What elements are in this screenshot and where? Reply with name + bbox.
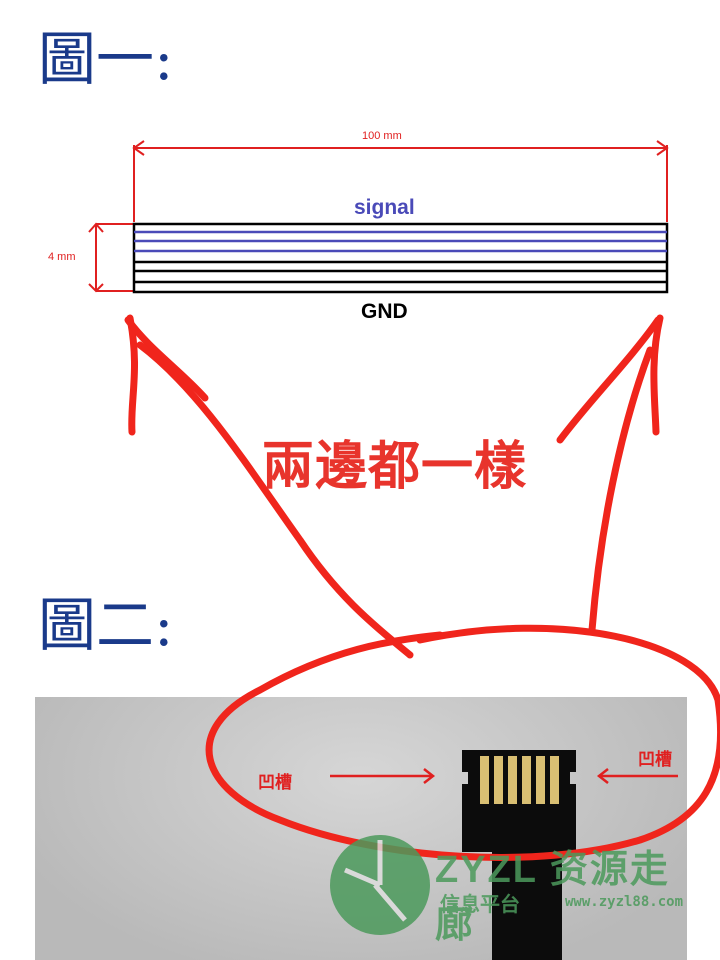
layer-stack: [132, 222, 669, 294]
watermark-logo-icon: [330, 835, 430, 935]
figure-1-title: 圖一:: [38, 25, 174, 93]
groove-arrows: [330, 768, 678, 784]
figure-2-title: 圖二:: [38, 591, 174, 659]
watermark-sub: 信息平台: [440, 894, 520, 916]
watermark-brand: ZYZL 资源走廊: [435, 849, 670, 946]
length-dimension-label: 100 mm: [362, 130, 402, 142]
gnd-label: GND: [361, 300, 408, 323]
groove-label-right: 凹槽: [638, 750, 672, 769]
watermark: ZYZL 资源走廊 信息平台 www.zyzl88.com: [325, 830, 705, 946]
signal-label: signal: [354, 196, 415, 219]
dimension-lines: [88, 140, 669, 293]
watermark-url: www.zyzl88.com: [565, 894, 684, 910]
height-dimension-label: 4 mm: [48, 251, 76, 263]
groove-label-left: 凹槽: [258, 773, 292, 792]
annotation-note: 兩邊都一樣: [262, 437, 528, 497]
hand-drawn-annotation: [124, 314, 720, 861]
